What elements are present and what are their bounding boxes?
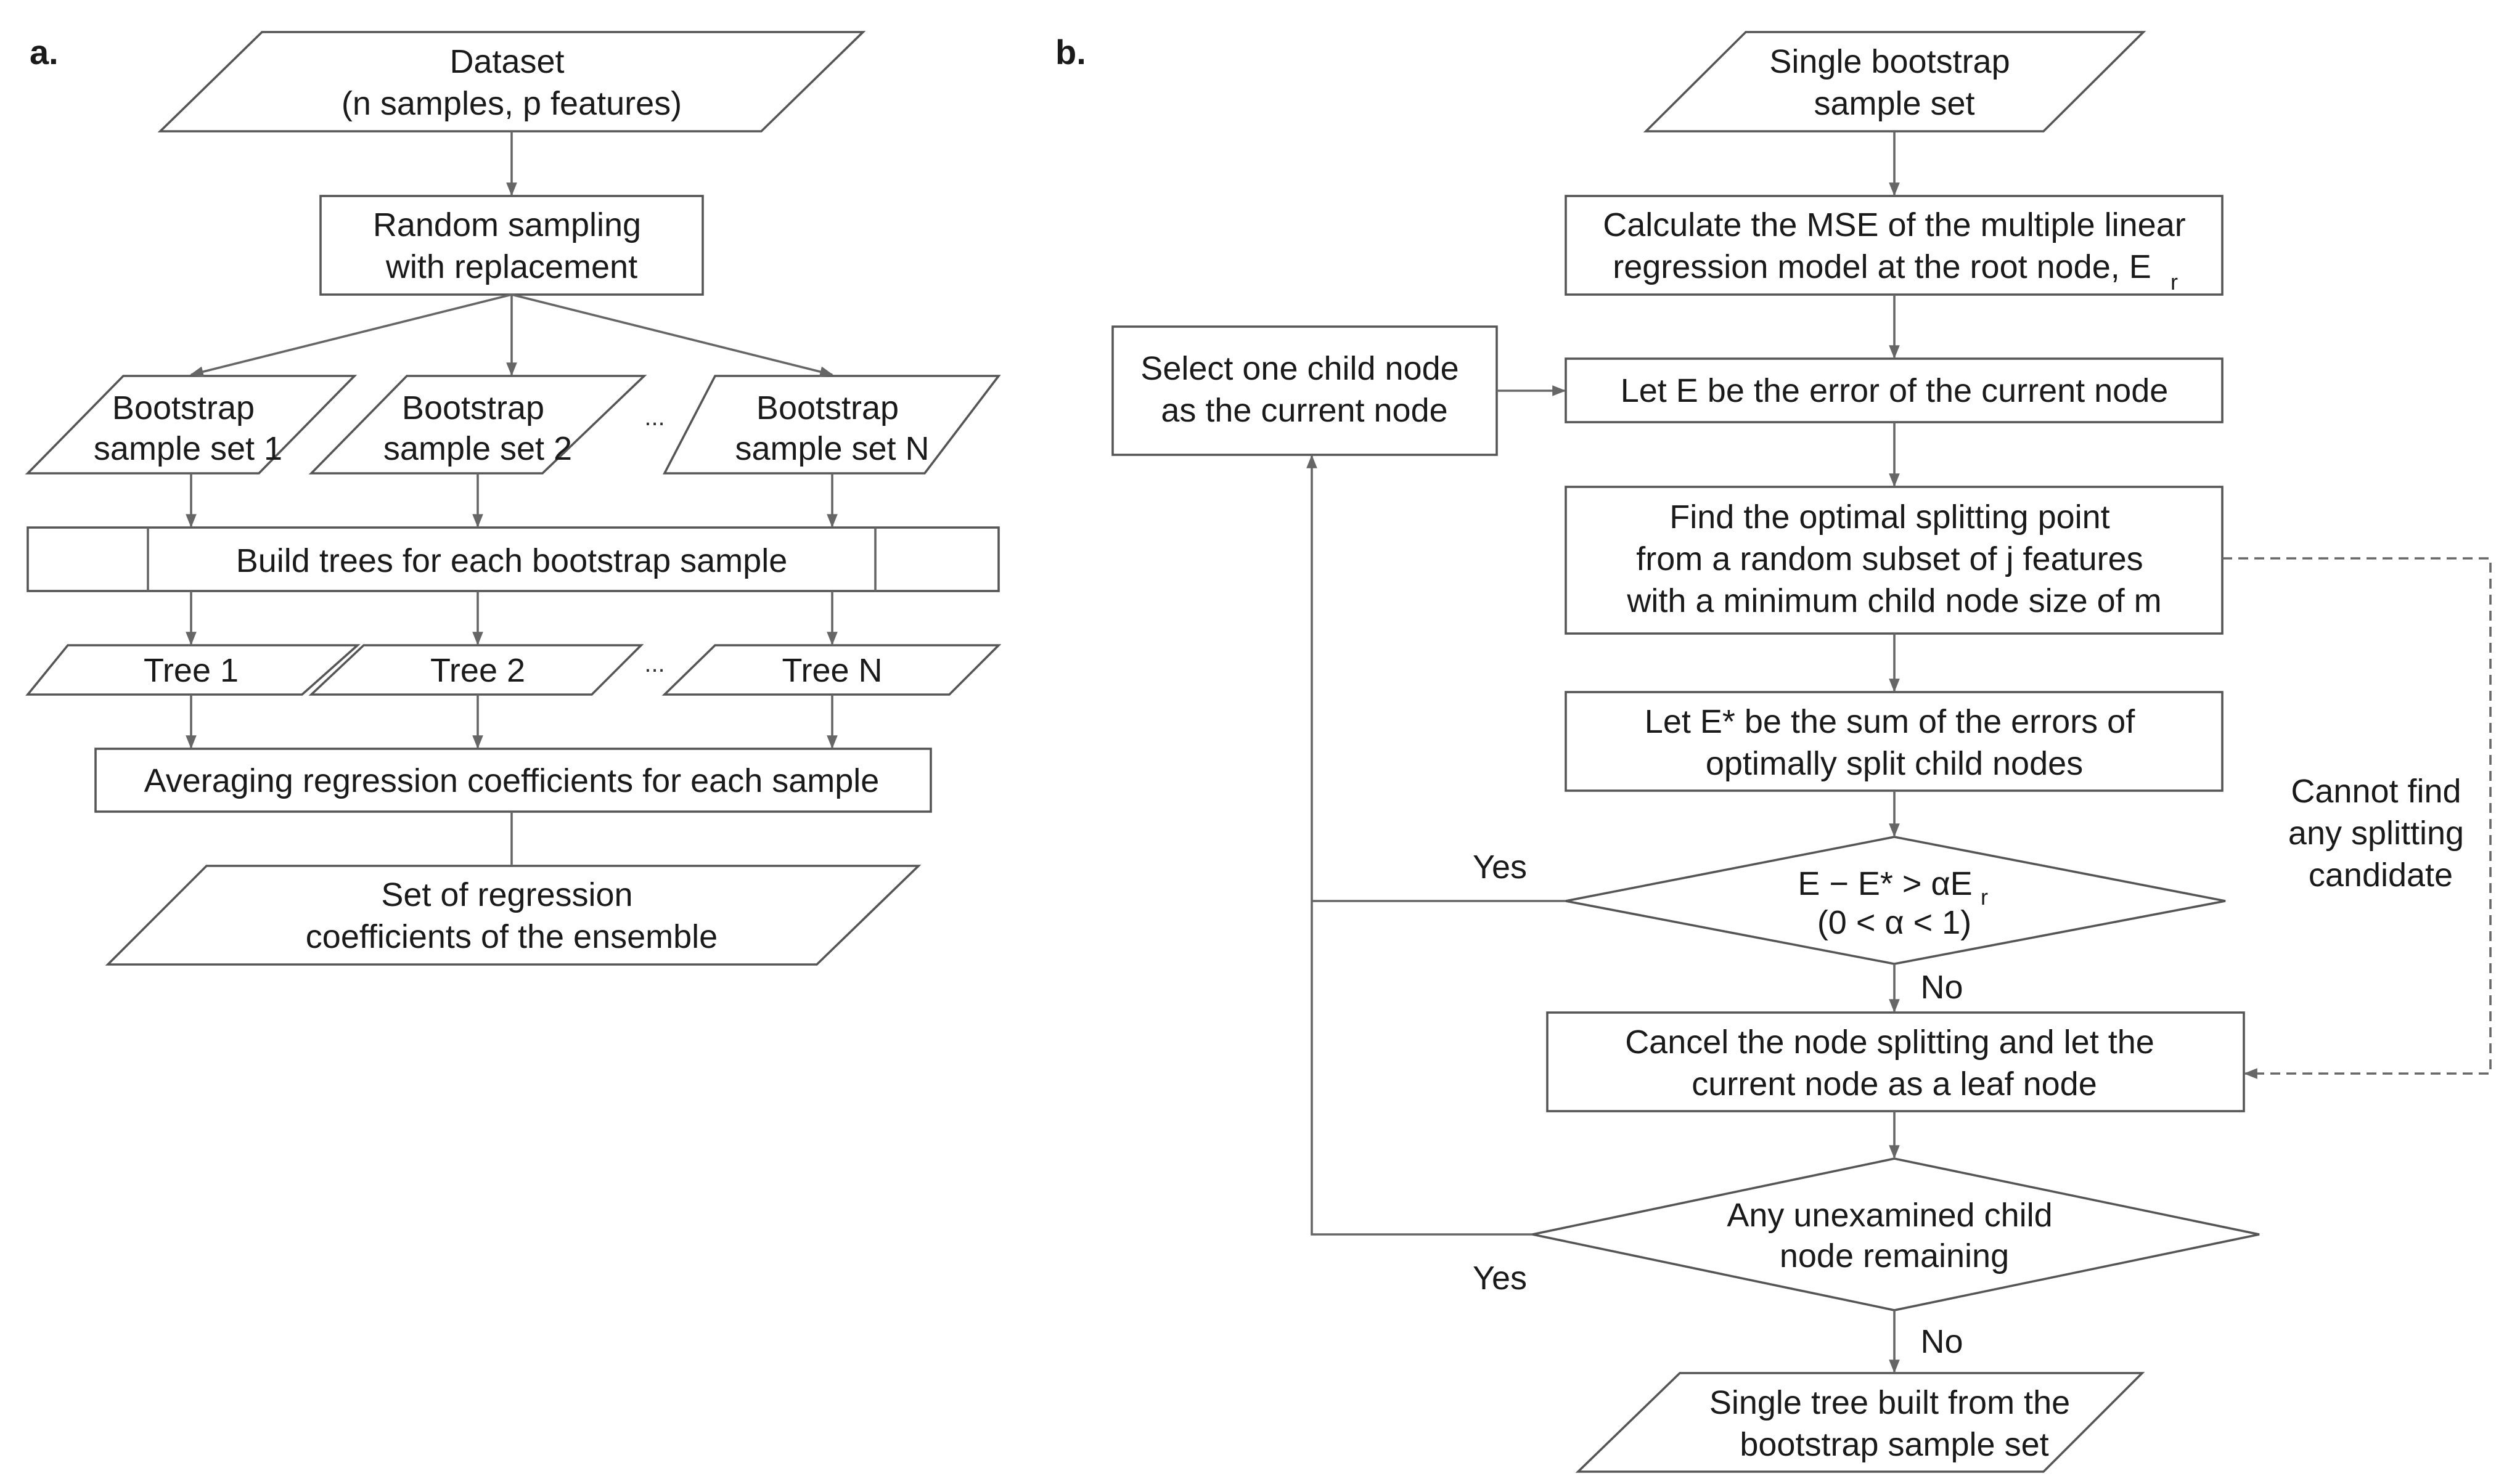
start-label: Single bootstrap sample set [1769, 43, 2019, 122]
result-label: Set of regression coefficients of the en… [306, 876, 718, 955]
start-parallelogram [1643, 31, 2146, 132]
cannot-find-label: Cannot find any splitting candidate [2288, 773, 2473, 894]
calculate-mse-line2: regression model at the root node, E [1613, 248, 2151, 285]
find-split-box [1565, 486, 2224, 635]
build-trees-label: Build trees for each bootstrap sample [236, 542, 787, 579]
tree-n-label: Tree N [782, 652, 882, 689]
yes-label-condition: Yes [1473, 849, 1527, 886]
calculate-mse-line1: Calculate the MSE of the multiple linear [1603, 206, 2185, 243]
cancel-split-label: Cancel the node splitting and let the cu… [1625, 1024, 2164, 1103]
any-unexamined-label: Any unexamined child node remaining [1727, 1197, 2061, 1274]
find-split-label: Find the optimal splitting point from a … [1626, 499, 2161, 619]
line-unexamined-yes-to-select-child [1306, 454, 1532, 1236]
averaging-box [94, 748, 932, 813]
panel-a-label: a. [30, 33, 59, 71]
yes-label-unexamined: Yes [1473, 1260, 1527, 1297]
condition-line1: E − E* > αE [1798, 865, 1972, 902]
calculate-mse-subscript: r [2171, 269, 2178, 295]
tree-n [661, 644, 1002, 696]
result-parallelogram [105, 865, 922, 966]
bootstrap-ellipsis: ... [644, 404, 665, 431]
random-sampling-label: Random sampling with replacement [373, 206, 650, 285]
condition-line2: (0 < α < 1) [1817, 904, 1971, 941]
tree-2-label: Tree 2 [430, 652, 525, 689]
let-estar-box [1565, 691, 2224, 792]
panel-b-label: b. [1055, 33, 1086, 71]
end-label: Single tree built from the bootstrap sam… [1709, 1384, 2079, 1463]
tree-1-label: Tree 1 [144, 652, 239, 689]
bootstrap-set-1 [25, 375, 358, 475]
calculate-mse-box [1565, 195, 2224, 296]
any-unexamined-diamond [1532, 1157, 2260, 1311]
bootstrap-set-n-label: Bootstrap sample set N [735, 389, 929, 467]
arrow-sampling-to-bootstrap-n [511, 293, 834, 377]
bootstrap-set-1-label: Bootstrap sample set 1 [94, 389, 282, 467]
let-estar-label: Let E* be the sum of the errors of optim… [1645, 703, 2144, 782]
tree-ellipsis: ... [644, 650, 665, 677]
averaging-label: Averaging regression coefficients for ea… [144, 762, 880, 799]
let-e-label: Let E be the error of the current node [1621, 372, 2169, 409]
no-label-unexamined: No [1920, 1323, 1963, 1360]
bootstrap-set-2-label: Bootstrap sample set 2 [383, 389, 572, 467]
bootstrap-set-n [663, 375, 1001, 475]
end-parallelogram [1575, 1372, 2145, 1473]
arrow-sampling-to-bootstrap-1 [189, 293, 512, 377]
select-child-box [1111, 325, 1498, 456]
dataset-label: Dataset (n samples, p features) [342, 43, 682, 122]
build-trees-box [27, 526, 1000, 592]
select-child-label: Select one child node as the current nod… [1140, 350, 1468, 429]
dataset-parallelogram [157, 31, 866, 132]
condition-subscript: r [1981, 884, 1988, 910]
tree-1 [25, 644, 361, 696]
tree-2 [308, 644, 644, 696]
bootstrap-set-2 [308, 375, 647, 475]
cancel-split-box [1546, 1011, 2245, 1112]
dashed-cannot-find-path [2222, 557, 2492, 1079]
no-label-condition: No [1920, 969, 1963, 1006]
